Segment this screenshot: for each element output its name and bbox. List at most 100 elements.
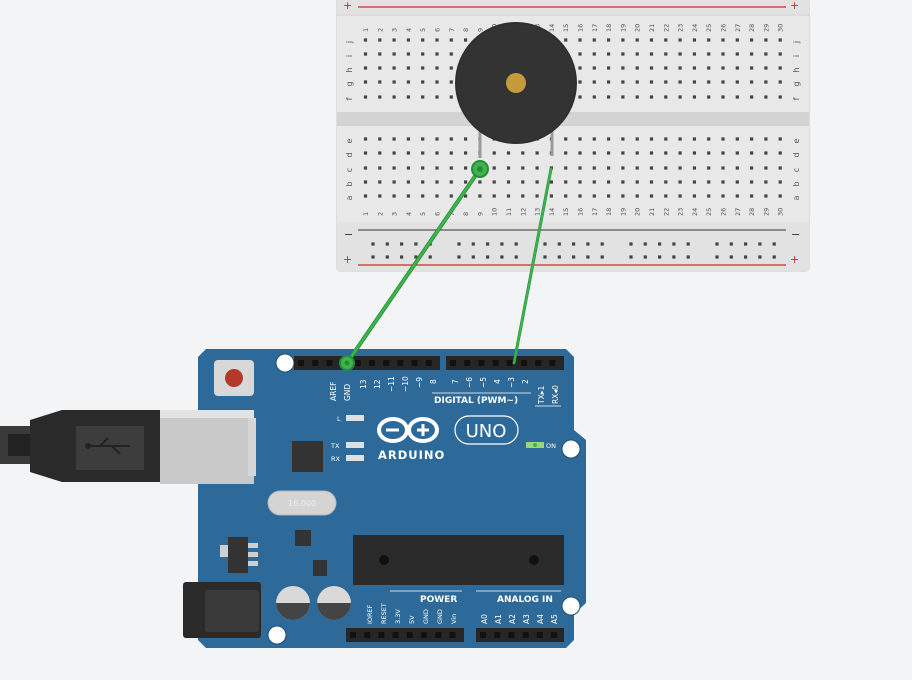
rail-hole[interactable] [643, 242, 647, 246]
bb-hole[interactable] [392, 194, 396, 198]
bb-hole[interactable] [578, 194, 582, 198]
bb-hole[interactable] [435, 180, 439, 184]
bb-hole[interactable] [464, 166, 468, 170]
rail-hole[interactable] [471, 242, 475, 246]
bb-hole[interactable] [764, 52, 768, 56]
bb-hole[interactable] [435, 151, 439, 155]
bb-hole[interactable] [621, 52, 625, 56]
bb-hole[interactable] [464, 180, 468, 184]
bb-hole[interactable] [449, 151, 453, 155]
bb-hole[interactable] [649, 180, 654, 184]
bb-hole[interactable] [492, 151, 496, 155]
bb-hole[interactable] [421, 80, 425, 84]
bb-hole[interactable] [735, 151, 739, 155]
bb-hole[interactable] [649, 66, 654, 70]
bb-hole[interactable] [750, 194, 754, 198]
bb-hole[interactable] [421, 151, 425, 155]
bb-hole[interactable] [449, 38, 453, 42]
rail-hole[interactable] [428, 255, 432, 259]
rail-hole[interactable] [457, 255, 461, 259]
bb-hole[interactable] [449, 66, 453, 70]
rail-hole[interactable] [686, 255, 690, 259]
header-pin[interactable] [551, 632, 557, 638]
bb-hole[interactable] [649, 166, 654, 170]
rail-hole[interactable] [772, 255, 776, 259]
rail-hole[interactable] [600, 242, 604, 246]
bb-hole[interactable] [535, 166, 539, 170]
bb-hole[interactable] [578, 80, 582, 84]
bb-hole[interactable] [435, 66, 439, 70]
bb-hole[interactable] [549, 180, 553, 184]
bb-hole[interactable] [735, 95, 739, 99]
header-pin[interactable] [312, 360, 319, 366]
bb-hole[interactable] [692, 95, 696, 99]
bb-hole[interactable] [735, 137, 739, 141]
header-pin[interactable] [508, 632, 515, 638]
bb-hole[interactable] [607, 95, 611, 99]
bb-hole[interactable] [506, 180, 511, 184]
header-pin[interactable] [494, 632, 501, 638]
bb-hole[interactable] [492, 166, 496, 170]
bb-hole[interactable] [521, 194, 525, 198]
bb-hole[interactable] [578, 166, 582, 170]
bb-hole[interactable] [664, 180, 668, 184]
bb-hole[interactable] [406, 66, 410, 70]
bb-hole[interactable] [607, 66, 611, 70]
bb-hole[interactable] [378, 137, 382, 141]
bb-hole[interactable] [721, 137, 725, 141]
bb-hole[interactable] [649, 137, 654, 141]
bb-hole[interactable] [506, 151, 511, 155]
bb-hole[interactable] [449, 137, 453, 141]
bb-hole[interactable] [578, 137, 582, 141]
bb-hole[interactable] [378, 151, 382, 155]
bb-hole[interactable] [764, 166, 768, 170]
bb-hole[interactable] [564, 194, 568, 198]
bb-hole[interactable] [664, 95, 668, 99]
bb-hole[interactable] [649, 38, 654, 42]
bb-hole[interactable] [564, 166, 568, 170]
bb-hole[interactable] [363, 137, 368, 141]
bb-hole[interactable] [592, 151, 596, 155]
bb-hole[interactable] [664, 52, 668, 56]
bb-hole[interactable] [721, 194, 725, 198]
bb-hole[interactable] [406, 151, 410, 155]
bb-hole[interactable] [592, 80, 596, 84]
bb-hole[interactable] [778, 38, 782, 42]
bb-hole[interactable] [750, 80, 754, 84]
digital-header[interactable] [294, 356, 564, 370]
bb-hole[interactable] [635, 66, 639, 70]
bb-hole[interactable] [621, 166, 625, 170]
bb-hole[interactable] [721, 151, 725, 155]
bb-hole[interactable] [692, 137, 696, 141]
bb-hole[interactable] [421, 194, 425, 198]
rail-hole[interactable] [400, 242, 404, 246]
bb-hole[interactable] [735, 66, 739, 70]
bb-hole[interactable] [778, 95, 782, 99]
bb-hole[interactable] [578, 95, 582, 99]
bb-hole[interactable] [592, 95, 596, 99]
bb-hole[interactable] [363, 194, 368, 198]
power-header[interactable] [346, 628, 564, 642]
bb-hole[interactable] [692, 194, 696, 198]
bb-hole[interactable] [392, 166, 396, 170]
rail-hole[interactable] [400, 255, 404, 259]
rail-hole[interactable] [715, 255, 719, 259]
bb-hole[interactable] [678, 137, 682, 141]
bb-hole[interactable] [478, 180, 482, 184]
rail-hole[interactable] [471, 255, 475, 259]
bb-hole[interactable] [421, 66, 425, 70]
rail-hole[interactable] [486, 242, 490, 246]
bb-hole[interactable] [707, 151, 711, 155]
bb-hole[interactable] [392, 38, 396, 42]
bb-hole[interactable] [750, 137, 754, 141]
rail-hole[interactable] [486, 255, 490, 259]
bb-hole[interactable] [735, 38, 739, 42]
bb-hole[interactable] [421, 137, 425, 141]
header-pin[interactable] [478, 360, 485, 366]
bb-hole[interactable] [363, 95, 368, 99]
breadboard[interactable]: + + − − + + 1234567891011121314151617181… [336, 0, 810, 272]
rail-hole[interactable] [729, 255, 733, 259]
bb-hole[interactable] [649, 151, 654, 155]
bb-hole[interactable] [378, 95, 382, 99]
rail-hole[interactable] [371, 255, 375, 259]
